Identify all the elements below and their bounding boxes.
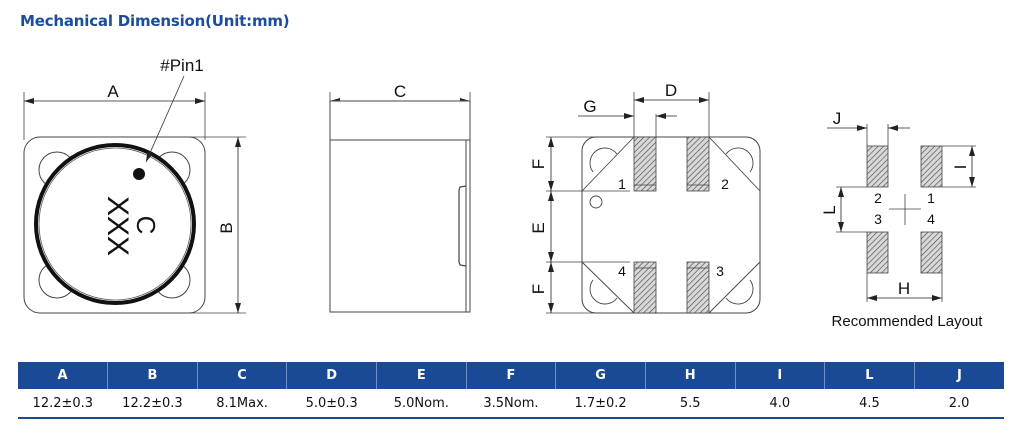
terminal-pad-1 bbox=[633, 136, 657, 192]
corner-lobe bbox=[589, 147, 618, 173]
pin-label-4: 4 bbox=[618, 263, 626, 279]
table-cell: 5.0Nom. bbox=[376, 389, 467, 419]
marking-text: XXX bbox=[101, 196, 134, 256]
table-cell: 4.5 bbox=[824, 389, 915, 419]
dim-a-label: A bbox=[107, 82, 119, 101]
corner-lobe bbox=[725, 147, 754, 173]
side-view: C bbox=[329, 82, 471, 313]
pin-label-3: 3 bbox=[716, 263, 724, 279]
pin1-leader bbox=[145, 75, 185, 163]
corner-chamfer bbox=[708, 136, 761, 192]
dim-c-label: C bbox=[394, 82, 406, 101]
core-inner bbox=[38, 147, 192, 301]
table-header-cell: L bbox=[824, 362, 915, 389]
dim-f-bottom-label: F bbox=[529, 284, 548, 294]
corner-lobe bbox=[725, 279, 754, 305]
terminal-pad-3 bbox=[686, 261, 710, 314]
dim-i-label: I bbox=[951, 165, 970, 170]
marking-code: C bbox=[131, 216, 161, 235]
corner-lobe bbox=[589, 279, 618, 305]
dim-b-label: B bbox=[217, 222, 236, 233]
table-cell: 1.7±0.2 bbox=[555, 389, 646, 419]
table-cell: 3.5Nom. bbox=[466, 389, 556, 419]
layout-pin-label-3: 3 bbox=[874, 211, 882, 227]
corner-chamfer bbox=[581, 261, 635, 314]
table-row: 12.2±0.3 12.2±0.3 8.1Max. 5.0±0.3 5.0Nom… bbox=[18, 389, 1004, 419]
pin1-label: #Pin1 bbox=[160, 56, 203, 75]
table-cell: 5.0±0.3 bbox=[286, 389, 377, 419]
table-header-cell: J bbox=[914, 362, 1004, 389]
layout-caption: Recommended Layout bbox=[832, 313, 984, 330]
dim-e-label: E bbox=[529, 222, 548, 233]
layout-pin-label-1: 1 bbox=[927, 190, 935, 206]
layout-pad-2 bbox=[866, 145, 889, 188]
table-header-cell: G bbox=[555, 362, 646, 389]
pin1-marker-circle bbox=[589, 195, 603, 209]
table-header-cell: D bbox=[286, 362, 377, 389]
layout-pad-3 bbox=[866, 231, 889, 274]
dimension-table: A B C D E F G H I L J 12.2±0.3 12.2±0.3 … bbox=[18, 362, 1004, 419]
table-header-cell: F bbox=[466, 362, 557, 389]
corner-chamfer bbox=[581, 136, 635, 192]
table-header-row: A B C D E F G H I L J bbox=[18, 362, 1004, 389]
table-cell: 2.0 bbox=[914, 389, 1004, 419]
dim-h-label: H bbox=[898, 279, 910, 298]
table-header-cell: B bbox=[107, 362, 198, 389]
layout-pin-label-4: 4 bbox=[927, 211, 935, 227]
table-header-cell: A bbox=[18, 362, 109, 389]
corner-chamfer bbox=[708, 261, 761, 314]
table-cell: 12.2±0.3 bbox=[18, 389, 108, 419]
dim-d-label: D bbox=[665, 81, 677, 100]
bottom-view: D G 1 2 3 4 bbox=[529, 81, 761, 314]
pin-label-1: 1 bbox=[618, 176, 626, 192]
dim-l-label: L bbox=[820, 205, 839, 214]
pin1-dot bbox=[133, 168, 145, 180]
table-header-cell: I bbox=[735, 362, 826, 389]
section-title: Mechanical Dimension(Unit:mm) bbox=[20, 12, 290, 30]
side-view-body bbox=[329, 100, 471, 313]
table-cell: 8.1Max. bbox=[197, 389, 287, 419]
layout-pad-4 bbox=[920, 231, 943, 274]
layout-pin-label-2: 2 bbox=[874, 190, 882, 206]
pin-label-2: 2 bbox=[721, 176, 729, 192]
layout-view: J I L 2 1 3 4 H Recommended Layout bbox=[820, 109, 983, 330]
top-view: A XXX C #Pin1 B bbox=[23, 56, 246, 314]
terminal-pad-2 bbox=[686, 136, 710, 192]
side-terminal-tab bbox=[458, 185, 467, 267]
table-cell: 5.5 bbox=[645, 389, 735, 419]
table-header-cell: E bbox=[376, 362, 467, 389]
table-cell: 12.2±0.3 bbox=[107, 389, 198, 419]
dim-j-label: J bbox=[833, 109, 842, 128]
table-header-cell: H bbox=[645, 362, 736, 389]
mechanical-drawing: A XXX C #Pin1 B C bbox=[23, 56, 983, 330]
dim-f-top-label: F bbox=[529, 159, 548, 169]
dim-g-label: G bbox=[583, 97, 596, 116]
table-header-cell: C bbox=[197, 362, 288, 389]
table-cell: 4.0 bbox=[735, 389, 825, 419]
layout-pad-1 bbox=[920, 145, 943, 188]
bottom-view-body bbox=[581, 136, 761, 314]
terminal-pad-4 bbox=[633, 261, 657, 314]
